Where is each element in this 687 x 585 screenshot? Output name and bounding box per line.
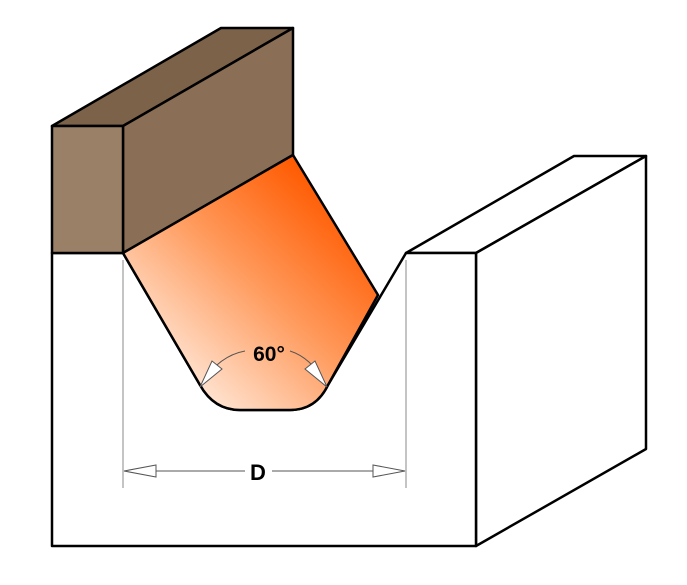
diameter-label: D [250,460,266,485]
dimension-arrow-left [123,464,157,478]
angle-label: 60° [253,343,285,366]
bit-shank-front-face [50,124,125,255]
angle-arrow-left [199,360,223,388]
angle-arrow-right [304,360,328,388]
v-cutter-body [121,153,380,412]
dimension-arrow-right [372,464,406,478]
